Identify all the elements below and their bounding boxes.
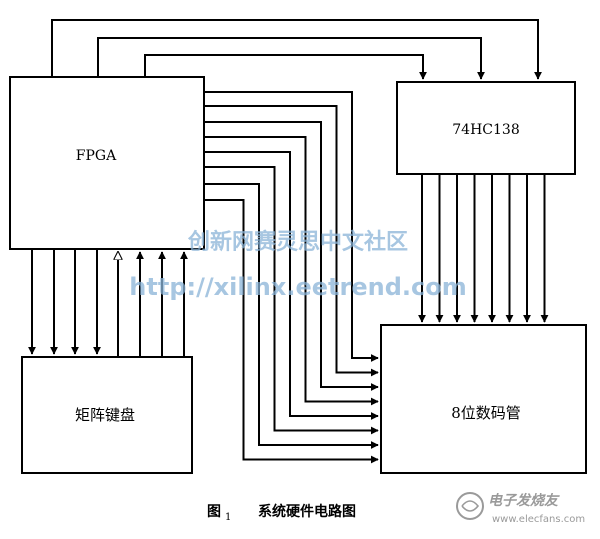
keyboard-block (21, 356, 193, 474)
fpga-display-wire-6 (204, 166, 379, 435)
fpga-display-wire-8 (204, 199, 379, 464)
watermark-line2: http://xilinx.eetrend.com (129, 273, 466, 301)
fpga-display-wire-7 (204, 183, 379, 449)
decoder-wire-3 (144, 54, 427, 80)
fpga-label: FPGA (76, 148, 117, 164)
keyboard-label: 矩阵键盘 (75, 406, 135, 424)
decoder-wire-2 (97, 37, 485, 80)
display-block (380, 324, 587, 474)
watermark-line1: 创新网赛灵思中文社区 (187, 229, 408, 255)
caption-title: 系统硬件电路图 (258, 503, 356, 520)
fpga-block (9, 76, 205, 250)
elecfans-logo-icon (456, 492, 484, 520)
fpga-display-wire-4 (204, 136, 379, 406)
fpga-display-wire-1 (204, 91, 379, 362)
fpga-to-decoder-wires (51, 19, 542, 80)
decoder-wire-1 (51, 19, 542, 80)
fpga-display-wire-2 (204, 105, 379, 377)
display-label: 8位数码管 (451, 404, 521, 422)
fpga-display-wire-5 (204, 151, 379, 420)
fpga-display-wire-3 (204, 121, 379, 391)
elecfans-logo: 电子发烧友 www.elecfans.com (456, 492, 585, 525)
caption-figure-subscript: 1 (225, 512, 231, 523)
caption-figure-number: 图 (207, 504, 221, 520)
fpga-keyboard-wires (28, 249, 188, 357)
fpga-to-display-wires (204, 91, 379, 464)
decoder-block (396, 81, 576, 175)
elecfans-logo-brand: 电子发烧友 (488, 492, 560, 509)
decoder-label: 74HC138 (452, 122, 519, 138)
decoder-to-display-wires (418, 174, 549, 323)
elecfans-logo-url: www.elecfans.com (492, 514, 585, 525)
